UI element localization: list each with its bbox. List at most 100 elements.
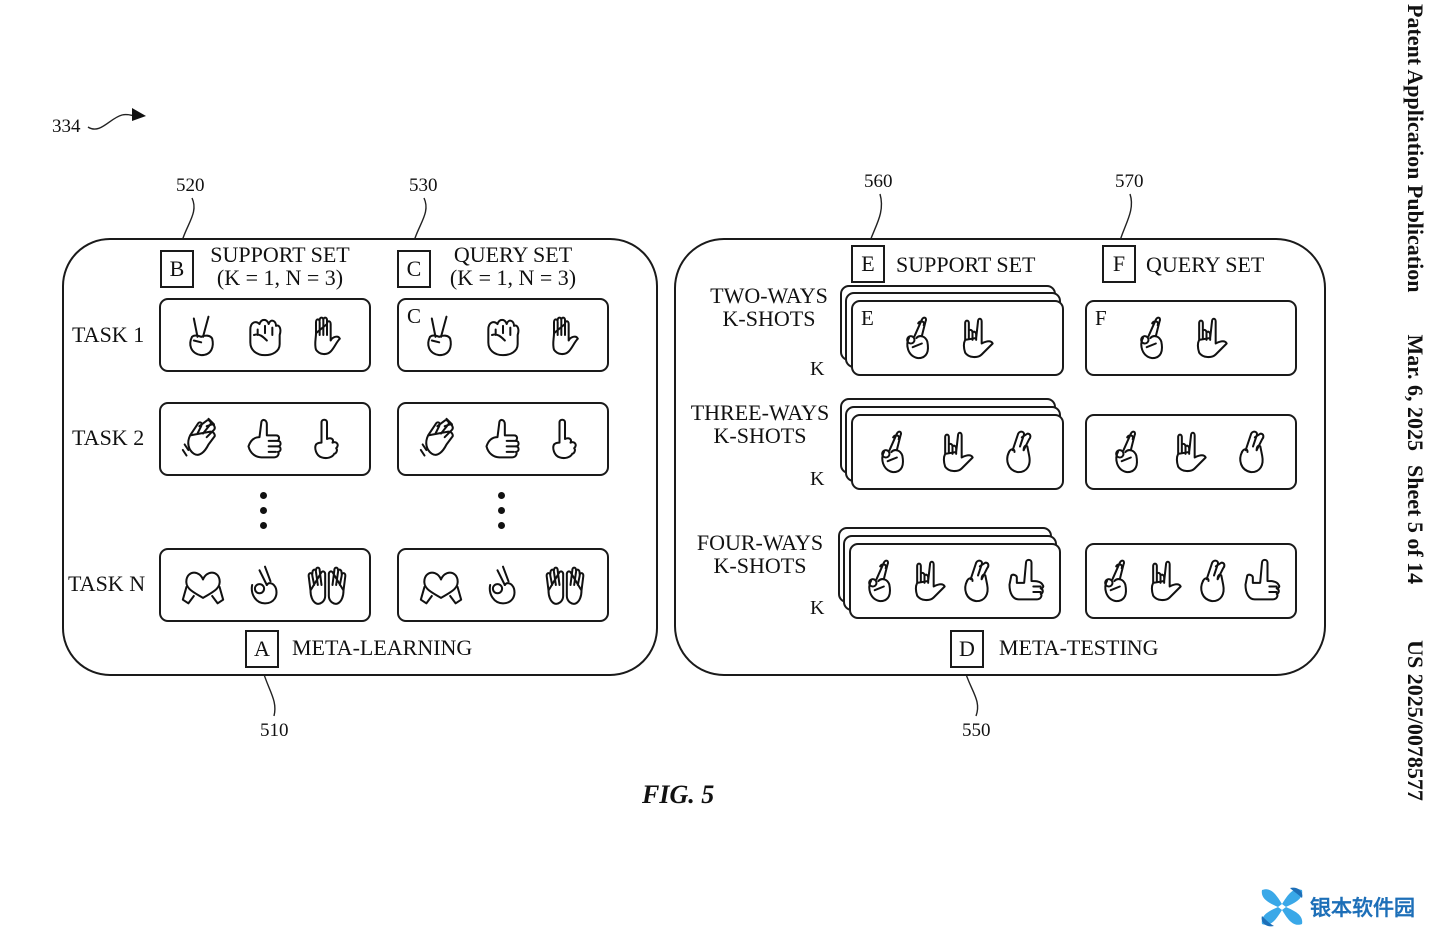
crossed-fingers-icon: [860, 557, 904, 605]
support-corner-letter: E: [861, 306, 874, 330]
three-ways-k-mark: K: [810, 468, 825, 490]
two-ways-support-box: E: [851, 300, 1064, 376]
sheet-number: Sheet 5 of 14: [1403, 465, 1428, 585]
crossed-fingers-icon: [1096, 557, 1140, 605]
ok-hand-icon: [243, 561, 287, 609]
test-support-letter-box: E: [851, 245, 885, 283]
test-query-corner-letter: F: [1095, 306, 1107, 330]
query-task-1-box: C: [397, 298, 609, 372]
raised-fist-icon: [243, 311, 287, 359]
love-you-gesture-icon: [1169, 428, 1213, 476]
thumbs-up-icon: [243, 415, 287, 463]
support-task-1-box: [159, 298, 371, 372]
query-set-params: (K = 1, N = 3): [449, 265, 577, 290]
three-ways-line1: THREE-WAYS: [690, 400, 830, 425]
task-n-label: TASK N: [68, 571, 146, 596]
support-task-n-box: [159, 548, 371, 622]
four-ways-line2: K-SHOTS: [713, 553, 807, 578]
publication-number: US 2025/0078577: [1403, 640, 1428, 801]
publication-label: Patent Application Publication: [1403, 4, 1428, 293]
watermark-text: 银本软件园: [1310, 896, 1415, 920]
two-ways-line1: TWO-WAYS: [710, 283, 828, 308]
test-query-letter-box: F: [1102, 245, 1136, 283]
ref-520: 520: [176, 175, 205, 196]
crossed-fingers-icon: [873, 428, 917, 476]
crossed-fingers-icon: [898, 314, 942, 362]
support-set-letter-box: B: [160, 250, 194, 288]
palms-up-together-icon: [305, 561, 349, 609]
hand-with-index-and-middle-crossed-icon: [998, 428, 1042, 476]
ref-510: 510: [260, 720, 289, 741]
task-1-label: TASK 1: [72, 322, 145, 347]
hand-with-index-and-middle-crossed-icon: [1231, 428, 1275, 476]
heart-hands-icon: [181, 561, 225, 609]
crossed-fingers-icon: [1107, 428, 1151, 476]
four-ways-k-mark: K: [810, 597, 825, 619]
love-you-gesture-icon: [956, 314, 1000, 362]
pointing-up-icon: [305, 415, 349, 463]
support-ellipsis: [260, 492, 268, 537]
pointing-up-icon: [543, 415, 587, 463]
ref-530: 530: [409, 175, 438, 196]
watermark: 银本软件园: [1258, 884, 1415, 930]
ref-334: 334: [52, 116, 81, 137]
leader-334-arrow: [87, 113, 139, 130]
love-you-gesture-icon: [936, 428, 980, 476]
call-me-hand-icon: [1004, 557, 1048, 605]
four-ways-query-box: [1085, 543, 1297, 619]
three-ways-line2: K-SHOTS: [713, 423, 807, 448]
love-you-gesture-icon: [908, 557, 952, 605]
query-set-letter-box: C: [397, 250, 431, 288]
query-set-title: QUERY SET (K = 1, N = 3): [438, 243, 588, 289]
waving-hand-icon: [419, 415, 463, 463]
query-corner-letter: C: [407, 304, 422, 328]
ref-550: 550: [962, 720, 991, 741]
meta-testing-title: META-TESTING: [999, 635, 1159, 660]
ok-hand-icon: [481, 561, 525, 609]
support-set-params: (K = 1, N = 3): [216, 265, 344, 290]
palms-up-together-icon: [543, 561, 587, 609]
figure-caption: FIG. 5: [642, 780, 715, 809]
raised-hand-icon: [305, 311, 349, 359]
love-you-gesture-icon: [1144, 557, 1188, 605]
watermark-logo-icon: [1261, 887, 1303, 927]
support-set-title: SUPPORT SET (K = 1, N = 3): [200, 243, 360, 289]
support-set-title-line1: SUPPORT SET: [210, 242, 350, 267]
heart-hands-icon: [419, 561, 463, 609]
patent-header: Patent Application Publication Mar. 6, 2…: [1392, 4, 1432, 884]
test-support-title: SUPPORT SET: [896, 252, 1036, 277]
raised-fist-icon: [481, 311, 525, 359]
thumbs-up-icon: [481, 415, 525, 463]
waving-hand-icon: [181, 415, 225, 463]
meta-testing-letter-box: D: [950, 630, 984, 668]
four-ways-label: FOUR-WAYS K-SHOTS: [688, 531, 832, 577]
two-ways-query-box: F: [1085, 300, 1297, 376]
ref-560: 560: [864, 171, 893, 192]
victory-hand-icon: [181, 311, 225, 359]
crossed-fingers-icon: [1132, 314, 1176, 362]
publication-date: Mar. 6, 2025: [1403, 334, 1428, 451]
ref-570: 570: [1115, 171, 1144, 192]
victory-hand-icon: [419, 311, 463, 359]
hand-with-index-and-middle-crossed-icon: [956, 557, 1000, 605]
two-ways-k-mark: K: [810, 358, 825, 380]
meta-learning-title: META-LEARNING: [292, 635, 473, 660]
four-ways-line1: FOUR-WAYS: [696, 530, 824, 555]
three-ways-label: THREE-WAYS K-SHOTS: [682, 401, 838, 447]
call-me-hand-icon: [1240, 557, 1284, 605]
three-ways-support-box: [851, 414, 1064, 490]
support-task-2-box: [159, 402, 371, 476]
test-query-title: QUERY SET: [1146, 252, 1265, 277]
task-2-label: TASK 2: [72, 425, 145, 450]
query-task-n-box: [397, 548, 609, 622]
two-ways-line2: K-SHOTS: [722, 306, 816, 331]
two-ways-label: TWO-WAYS K-SHOTS: [700, 284, 838, 330]
arrow-head-icon: [132, 108, 146, 121]
three-ways-query-box: [1085, 414, 1297, 490]
meta-learning-letter-box: A: [245, 630, 279, 668]
query-ellipsis: [498, 492, 506, 537]
hand-with-index-and-middle-crossed-icon: [1192, 557, 1236, 605]
four-ways-support-box: [849, 543, 1061, 619]
query-set-title-line1: QUERY SET: [453, 242, 573, 267]
query-task-2-box: [397, 402, 609, 476]
